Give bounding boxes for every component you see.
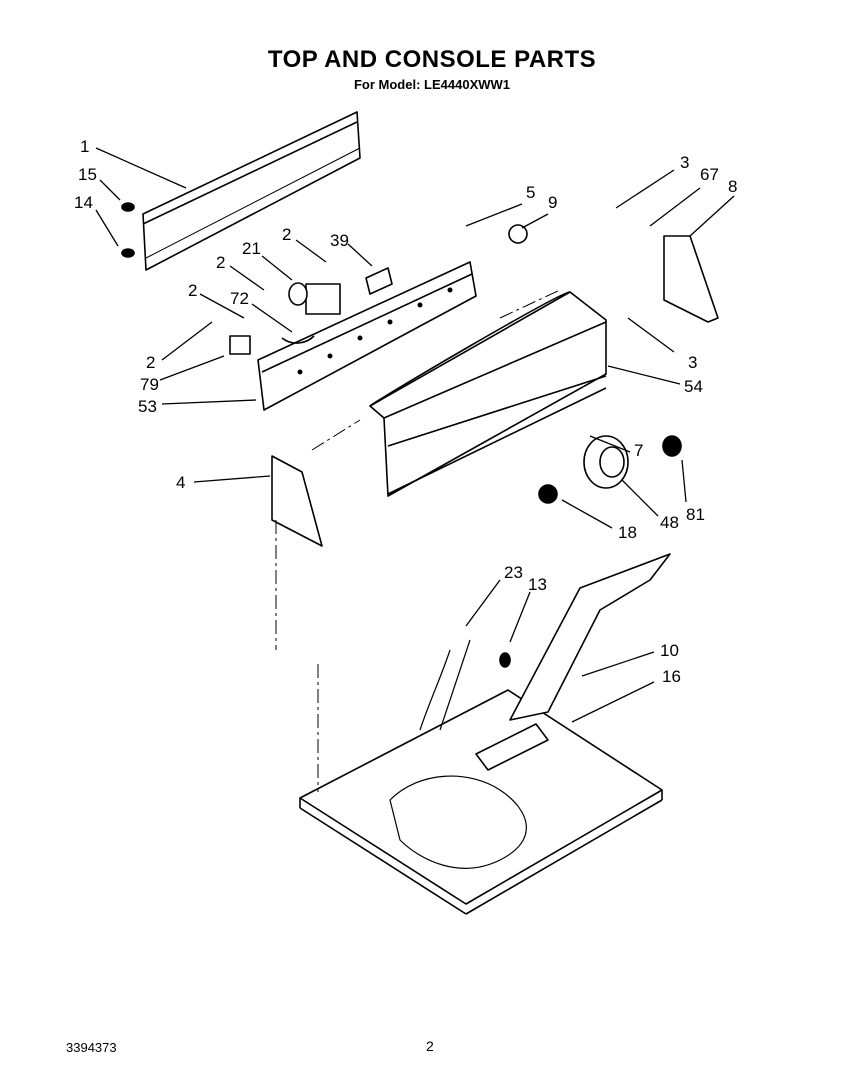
callout-13: 13 [528,575,547,594]
part-54-console [369,291,607,497]
screw-14 [121,248,135,258]
part-4-endplate [271,455,323,547]
part-48-knob [583,435,629,489]
part-23-harness [419,639,471,731]
callout-1: 1 [80,137,89,156]
callout-23: 23 [504,563,523,582]
page-number: 2 [426,1038,434,1054]
callout-67: 67 [700,165,719,184]
callout-labels: 1 15 14 21 2 39 2 72 2 2 79 53 5 9 3 67 … [74,137,737,686]
model-subtitle: For Model: LE4440XWW1 [353,77,511,92]
screw-15 [121,202,135,212]
page-title: TOP AND CONSOLE PARTS [267,46,597,73]
callout-2b: 2 [216,253,225,272]
callout-18: 18 [618,523,637,542]
wiring-harness-base [389,775,527,869]
callout-5: 5 [526,183,535,202]
part-18-knob [538,484,558,504]
part-13-screw [499,652,511,668]
part-79-bracket [229,335,251,355]
callout-72: 72 [230,289,249,308]
callout-15: 15 [78,165,97,184]
part-21-switch [288,282,341,315]
part-1-trim-strip [142,111,361,271]
part-72-wire [281,335,315,344]
callout-16: 16 [662,667,681,686]
callout-54: 54 [684,377,703,396]
part-9-bumper [508,224,528,244]
callout-10: 10 [660,641,679,660]
callout-7: 7 [634,441,643,460]
callout-2c: 2 [188,281,197,300]
callout-21: 21 [242,239,261,258]
callout-48: 48 [660,513,679,532]
callout-9: 9 [548,193,557,212]
callout-3a: 3 [680,153,689,172]
callout-79: 79 [140,375,159,394]
callout-2a: 2 [282,225,291,244]
part-39-clip [365,267,393,295]
part-10-lint-filter [509,553,671,721]
callout-3b: 3 [688,353,697,372]
part-81-knob [662,435,682,457]
part-8-endcap [663,235,719,323]
callout-53: 53 [138,397,157,416]
document-number: 3394373 [66,1040,117,1055]
callout-2d: 2 [146,353,155,372]
part-53-control-strip [257,261,477,411]
callout-39: 39 [330,231,349,250]
callout-8: 8 [728,177,737,196]
callout-4: 4 [176,473,185,492]
callout-14: 14 [74,193,93,212]
callout-81: 81 [686,505,705,524]
part-16-base-panel [299,689,663,915]
